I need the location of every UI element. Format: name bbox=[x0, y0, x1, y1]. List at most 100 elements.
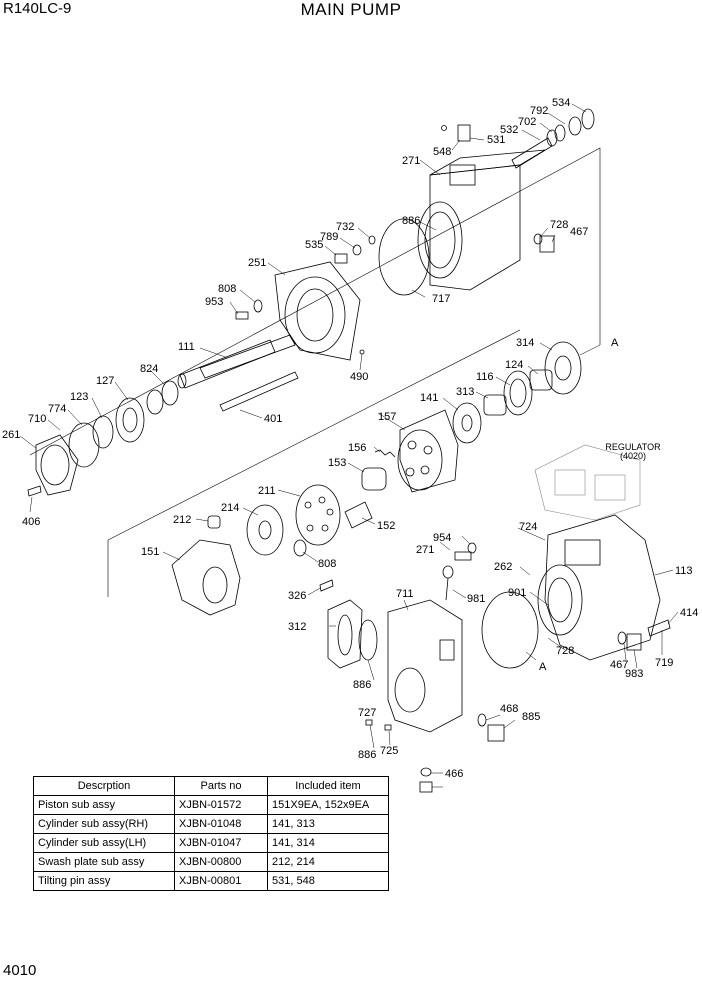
callout-886-top: 886 bbox=[402, 215, 420, 227]
model-label: R140LC-9 bbox=[3, 0, 72, 17]
callout-490: 490 bbox=[350, 371, 368, 383]
column-header-parts-no: Parts no bbox=[174, 776, 268, 796]
page-number: 4010 bbox=[3, 962, 37, 979]
table-row: Piston sub assy XJBN-01572 151X9EA, 152x… bbox=[33, 795, 389, 815]
callout-717: 717 bbox=[432, 293, 450, 305]
callout-774: 774 bbox=[48, 403, 66, 415]
table-row: Tilting pin assy XJBN-00801 531, 548 bbox=[33, 871, 389, 891]
regulator-note-line1: REGULATOR bbox=[605, 442, 661, 452]
callout-468: 885 bbox=[522, 711, 540, 723]
callout-702: 702 bbox=[518, 116, 536, 128]
callout-727: 468 bbox=[500, 703, 518, 715]
callout-953: 953 bbox=[205, 296, 223, 308]
cell-parts-no: XJBN-01048 bbox=[174, 814, 268, 834]
cell-parts-no: XJBN-01047 bbox=[174, 833, 268, 853]
cell-description: Cylinder sub assy(LH) bbox=[33, 833, 175, 853]
column-header-description: Descrption bbox=[33, 776, 175, 796]
table-row: Cylinder sub assy(RH) XJBN-01048 141, 31… bbox=[33, 814, 389, 834]
callout-211: 214 bbox=[221, 502, 239, 514]
callout-983: 719 bbox=[655, 657, 673, 669]
page-title: MAIN PUMP bbox=[300, 0, 402, 19]
port-block bbox=[387, 599, 463, 733]
callout-981: 414 bbox=[680, 607, 698, 619]
callout-901: 981 bbox=[467, 593, 485, 605]
callout-113: 901 bbox=[508, 587, 526, 599]
cell-description: Swash plate sub assy bbox=[33, 852, 175, 872]
callout-152: 808 bbox=[318, 558, 336, 570]
callout-885: 886 bbox=[358, 749, 376, 761]
callout-886-right: 728 bbox=[556, 645, 574, 657]
callout-719: A bbox=[539, 661, 547, 673]
callout-531: 531 bbox=[487, 134, 505, 146]
front-cover bbox=[274, 261, 361, 361]
callout-710: 710 bbox=[28, 413, 46, 425]
callout-728-low: 467 bbox=[610, 659, 628, 671]
callout-271-top: 271 bbox=[402, 155, 420, 167]
callout-725: 466 bbox=[445, 768, 463, 780]
callout-156: 153 bbox=[328, 457, 346, 469]
callout-251: 251 bbox=[248, 257, 266, 269]
callout-127: 127 bbox=[96, 375, 114, 387]
callout-123: 123 bbox=[70, 391, 88, 403]
callout-212: 151 bbox=[141, 546, 159, 558]
callout-111: 111 bbox=[178, 341, 195, 353]
callout-214: 212 bbox=[173, 514, 191, 526]
cell-included-item: 212, 214 bbox=[267, 852, 389, 872]
cell-included-item: 141, 314 bbox=[267, 833, 389, 853]
callout-labels: 534 792 702 532 531 548 271 886 732 789 … bbox=[2, 97, 698, 780]
callout-314: 314 bbox=[516, 337, 534, 349]
callout-886-low: 725 bbox=[380, 745, 398, 757]
callout-326: 312 bbox=[288, 621, 306, 633]
cell-included-item: 531, 548 bbox=[267, 871, 389, 891]
callout-414: 326 bbox=[288, 590, 306, 602]
callout-A-top: A bbox=[611, 337, 619, 349]
cell-parts-no: XJBN-01572 bbox=[174, 795, 268, 815]
callout-401: 401 bbox=[264, 413, 282, 425]
callout-151: 152 bbox=[377, 520, 395, 532]
callout-153: 211 bbox=[258, 485, 276, 497]
callout-789: 789 bbox=[320, 231, 338, 243]
parts-table-header: Descrption Parts no Included item bbox=[33, 776, 389, 796]
callout-261: 261 bbox=[2, 429, 20, 441]
cell-description: Cylinder sub assy(RH) bbox=[33, 814, 175, 834]
cell-description: Tilting pin assy bbox=[33, 871, 175, 891]
cell-parts-no: XJBN-00800 bbox=[174, 852, 268, 872]
parts-table: Descrption Parts no Included item Piston… bbox=[33, 776, 389, 891]
regulator-outline bbox=[534, 444, 641, 521]
cell-description: Piston sub assy bbox=[33, 795, 175, 815]
callout-535: 535 bbox=[305, 239, 323, 251]
pump-casing-lower bbox=[537, 514, 661, 661]
callout-406: 406 bbox=[22, 516, 40, 528]
callout-534: 534 bbox=[552, 97, 570, 109]
callout-808-top: 808 bbox=[218, 283, 236, 295]
callout-792: 792 bbox=[530, 105, 548, 117]
cell-parts-no: XJBN-00801 bbox=[174, 871, 268, 891]
callout-124-a: 124 bbox=[505, 359, 523, 371]
table-row: Cylinder sub assy(LH) XJBN-01047 141, 31… bbox=[33, 833, 389, 853]
callout-732: 732 bbox=[336, 221, 354, 233]
callout-808-low: 954 bbox=[433, 532, 451, 544]
table-row: Swash plate sub assy XJBN-00800 212, 214 bbox=[33, 852, 389, 872]
callout-467-top: 467 bbox=[570, 226, 588, 238]
callout-548: 548 bbox=[433, 146, 451, 158]
regulator-note-line2: (4020) bbox=[620, 451, 646, 461]
callout-157: 156 bbox=[348, 442, 366, 454]
cell-included-item: 141, 313 bbox=[267, 814, 389, 834]
cylinder-block bbox=[397, 409, 459, 493]
callout-313: 141 bbox=[420, 392, 438, 404]
callout-467-low: 983 bbox=[625, 668, 643, 680]
callout-116: 116 bbox=[476, 371, 494, 383]
callout-532: 532 bbox=[500, 124, 518, 136]
callout-124-b: 313 bbox=[456, 386, 474, 398]
callout-271-low: 724 bbox=[519, 521, 537, 533]
callout-711: 886 bbox=[353, 679, 371, 691]
drive-shaft bbox=[177, 334, 296, 389]
callout-824: 824 bbox=[140, 363, 158, 375]
callout-A-low: 727 bbox=[358, 707, 376, 719]
pump-casing-rear bbox=[417, 149, 546, 291]
column-header-included-item: Included item bbox=[267, 776, 389, 796]
callout-728-top: 728 bbox=[550, 219, 568, 231]
cell-included-item: 151X9EA, 152x9EA bbox=[267, 795, 389, 815]
callout-141: 157 bbox=[378, 411, 396, 423]
